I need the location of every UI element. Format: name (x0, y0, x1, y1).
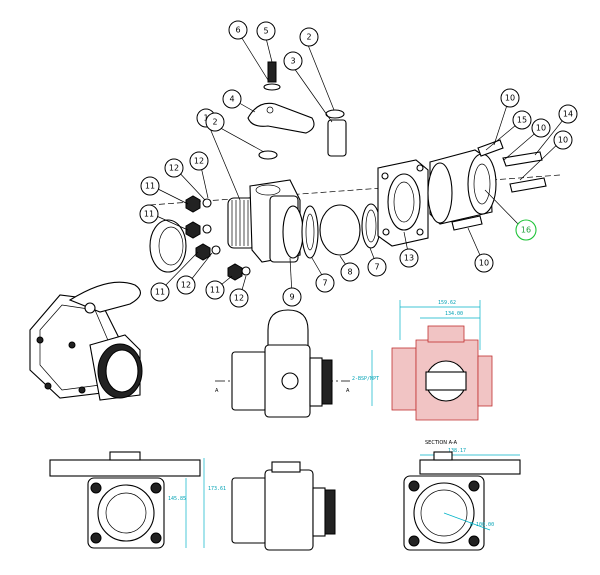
svg-text:11: 11 (145, 182, 155, 191)
end-cap (149, 219, 187, 273)
callout-7: 7 (367, 257, 387, 277)
callout-10: 10 (500, 88, 520, 108)
svg-text:A: A (346, 388, 350, 394)
svg-text:8: 8 (347, 268, 352, 277)
stem (327, 119, 347, 157)
callout-13: 13 (399, 248, 419, 268)
svg-text:11: 11 (155, 288, 165, 297)
front-view: 173.61 145.85 (49, 451, 226, 549)
handle-plate (247, 102, 315, 134)
svg-text:173.61: 173.61 (208, 486, 226, 492)
side-view: A A (215, 309, 350, 418)
svg-text:Ø 100.00: Ø 100.00 (470, 521, 494, 528)
callout-12: 12 (189, 151, 209, 171)
end-view: SECTION A-A 138.17 Ø 100.00 (403, 440, 521, 551)
callout-11: 11 (150, 282, 170, 302)
callout-14: 14 (558, 104, 578, 124)
svg-text:12: 12 (181, 281, 191, 290)
callout-10: 10 (474, 253, 494, 273)
callout-4: 4 (222, 89, 242, 109)
callout-11: 11 (205, 280, 225, 300)
callout-12: 12 (176, 275, 196, 295)
bolts (451, 139, 547, 231)
svg-text:134.00: 134.00 (445, 311, 463, 317)
o-ring-left (258, 150, 278, 160)
svg-text:10: 10 (536, 124, 546, 133)
screw (267, 61, 277, 83)
flange-adapter (377, 159, 429, 247)
svg-text:15: 15 (517, 116, 527, 125)
svg-text:3: 3 (290, 57, 295, 66)
svg-text:159.62: 159.62 (438, 300, 456, 306)
exploded-view: 1 2 2 3 4 5 6 7 7 8 9 10 10 10 10 11 11 … (139, 20, 578, 308)
svg-text:10: 10 (479, 259, 489, 268)
callout-12: 12 (229, 288, 249, 308)
callout-7: 7 (315, 273, 335, 293)
svg-text:2: 2 (212, 118, 217, 127)
seat-ring (361, 203, 381, 249)
callout-2: 2 (299, 27, 319, 47)
svg-text:A: A (215, 388, 219, 394)
svg-text:14: 14 (563, 110, 573, 119)
callout-12: 12 (164, 158, 184, 178)
callout-2: 2 (205, 112, 225, 132)
assembled-valve-iso (29, 281, 143, 401)
svg-text:4: 4 (229, 95, 234, 104)
callout-16: 16 (515, 219, 537, 241)
callout-10: 10 (531, 118, 551, 138)
svg-text:145.85: 145.85 (168, 496, 186, 502)
svg-text:5: 5 (263, 27, 268, 36)
callout-11: 11 (139, 204, 159, 224)
svg-text:138.17: 138.17 (448, 448, 466, 454)
svg-text:7: 7 (322, 279, 327, 288)
bottom-side-view (231, 461, 336, 551)
callout-15: 15 (512, 110, 532, 130)
svg-text:SECTION A-A: SECTION A-A (425, 440, 458, 446)
svg-text:11: 11 (210, 286, 220, 295)
svg-text:1: 1 (203, 114, 208, 123)
coupling-sleeve (427, 149, 497, 225)
svg-text:12: 12 (234, 294, 244, 303)
svg-text:10: 10 (558, 136, 568, 145)
nuts-washers (185, 195, 251, 281)
svg-text:2: 2 (306, 33, 311, 42)
svg-text:6: 6 (235, 26, 240, 35)
callout-11: 11 (140, 176, 160, 196)
seal-ring (301, 205, 319, 259)
part-callouts: 1 2 2 3 4 5 6 7 7 8 9 10 10 10 10 11 11 … (139, 20, 578, 308)
section-view: 159.62 134.00 2-BSP/NPT (352, 300, 493, 421)
callout-3: 3 (283, 51, 303, 71)
svg-text:12: 12 (169, 164, 179, 173)
valve-body (227, 179, 304, 263)
svg-text:7: 7 (374, 263, 379, 272)
callout-5: 5 (256, 21, 276, 41)
leader-lines (151, 34, 568, 298)
svg-text:13: 13 (404, 254, 414, 263)
svg-text:10: 10 (505, 94, 515, 103)
callout-6: 6 (228, 20, 248, 40)
washer (263, 83, 281, 91)
svg-text:11: 11 (144, 210, 154, 219)
ball (319, 204, 361, 256)
callout-9: 9 (282, 287, 302, 307)
callout-8: 8 (340, 262, 360, 282)
svg-text:9: 9 (289, 293, 294, 302)
svg-text:2-BSP/NPT: 2-BSP/NPT (352, 376, 379, 382)
callout-10: 10 (553, 130, 573, 150)
svg-text:16: 16 (521, 226, 531, 235)
svg-text:12: 12 (194, 157, 204, 166)
